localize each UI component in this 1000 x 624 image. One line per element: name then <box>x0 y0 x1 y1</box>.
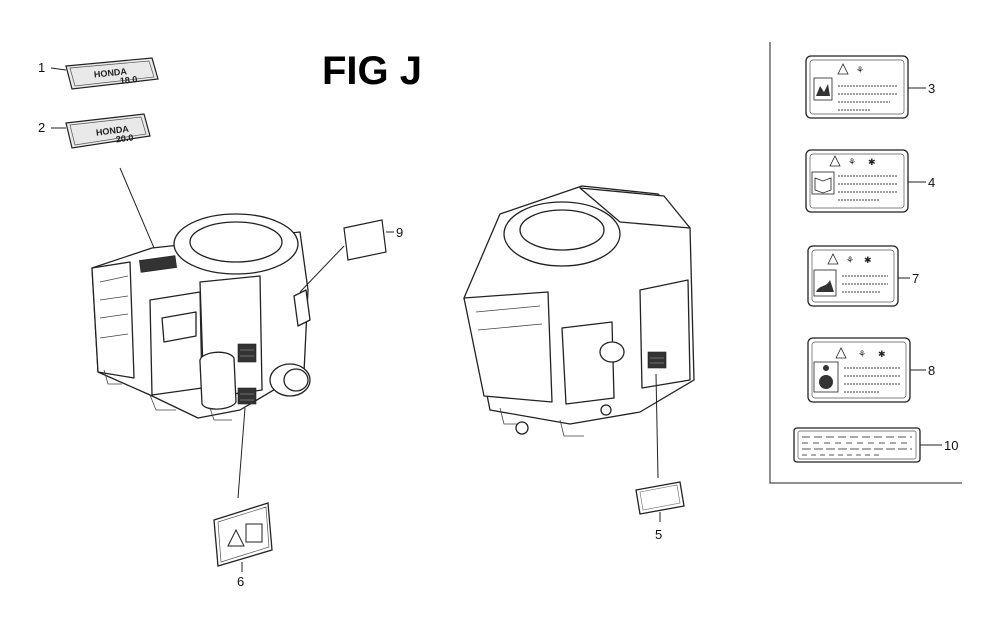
leader-2 <box>119 167 161 263</box>
decal-location-5 <box>647 351 667 369</box>
svg-text:⚘: ⚘ <box>848 158 856 168</box>
svg-text:✱: ✱ <box>868 158 876 168</box>
leader-6-up <box>237 407 246 499</box>
svg-text:⚘: ⚘ <box>856 66 864 76</box>
callout-8: 8 <box>928 363 935 378</box>
callout-3: 3 <box>928 81 935 96</box>
callout-6: 6 <box>237 574 244 589</box>
svg-text:✱: ✱ <box>878 350 886 360</box>
callout-7: 7 <box>912 271 919 286</box>
part-4-label: ⚘ ✱ <box>805 149 926 213</box>
part-1-model-text: 18.0 <box>119 74 137 86</box>
figure-title: FIG J <box>322 49 422 93</box>
part-2-brand-text: HONDA <box>95 124 129 138</box>
decal-location-6b <box>237 387 257 405</box>
callout-5: 5 <box>655 527 662 542</box>
part-1-brand-text: HONDA <box>93 66 127 79</box>
engine-left <box>91 213 311 421</box>
part-7-label: ⚘ ✱ <box>807 245 910 307</box>
label-panel <box>769 42 962 484</box>
part-3-label: ⚘ <box>805 55 926 119</box>
leader-9 <box>299 245 345 293</box>
part-9-label <box>299 219 394 293</box>
part-5-label <box>635 373 685 522</box>
part-6-label <box>213 407 273 572</box>
callout-4: 4 <box>928 175 935 190</box>
svg-text:⚘: ⚘ <box>846 256 854 266</box>
svg-text:✱: ✱ <box>864 256 872 266</box>
part-2-emblem: HONDA 20.0 <box>51 113 161 263</box>
leader-5 <box>655 373 659 479</box>
part-8-label: ⚘ ✱ <box>807 337 926 403</box>
svg-text:⚘: ⚘ <box>858 350 866 360</box>
decal-location-6a <box>237 343 257 363</box>
label-panel-border <box>769 42 962 484</box>
callout-9: 9 <box>396 225 403 240</box>
part-1-emblem: HONDA 18.0 <box>50 57 159 90</box>
callout-1: 1 <box>38 60 45 75</box>
callout-10: 10 <box>944 438 958 453</box>
decal-location-2 <box>139 255 177 273</box>
part-2-model-text: 20.0 <box>115 132 134 144</box>
engine-right <box>463 185 695 437</box>
callout-2: 2 <box>38 120 45 135</box>
part-10-label <box>793 427 942 463</box>
